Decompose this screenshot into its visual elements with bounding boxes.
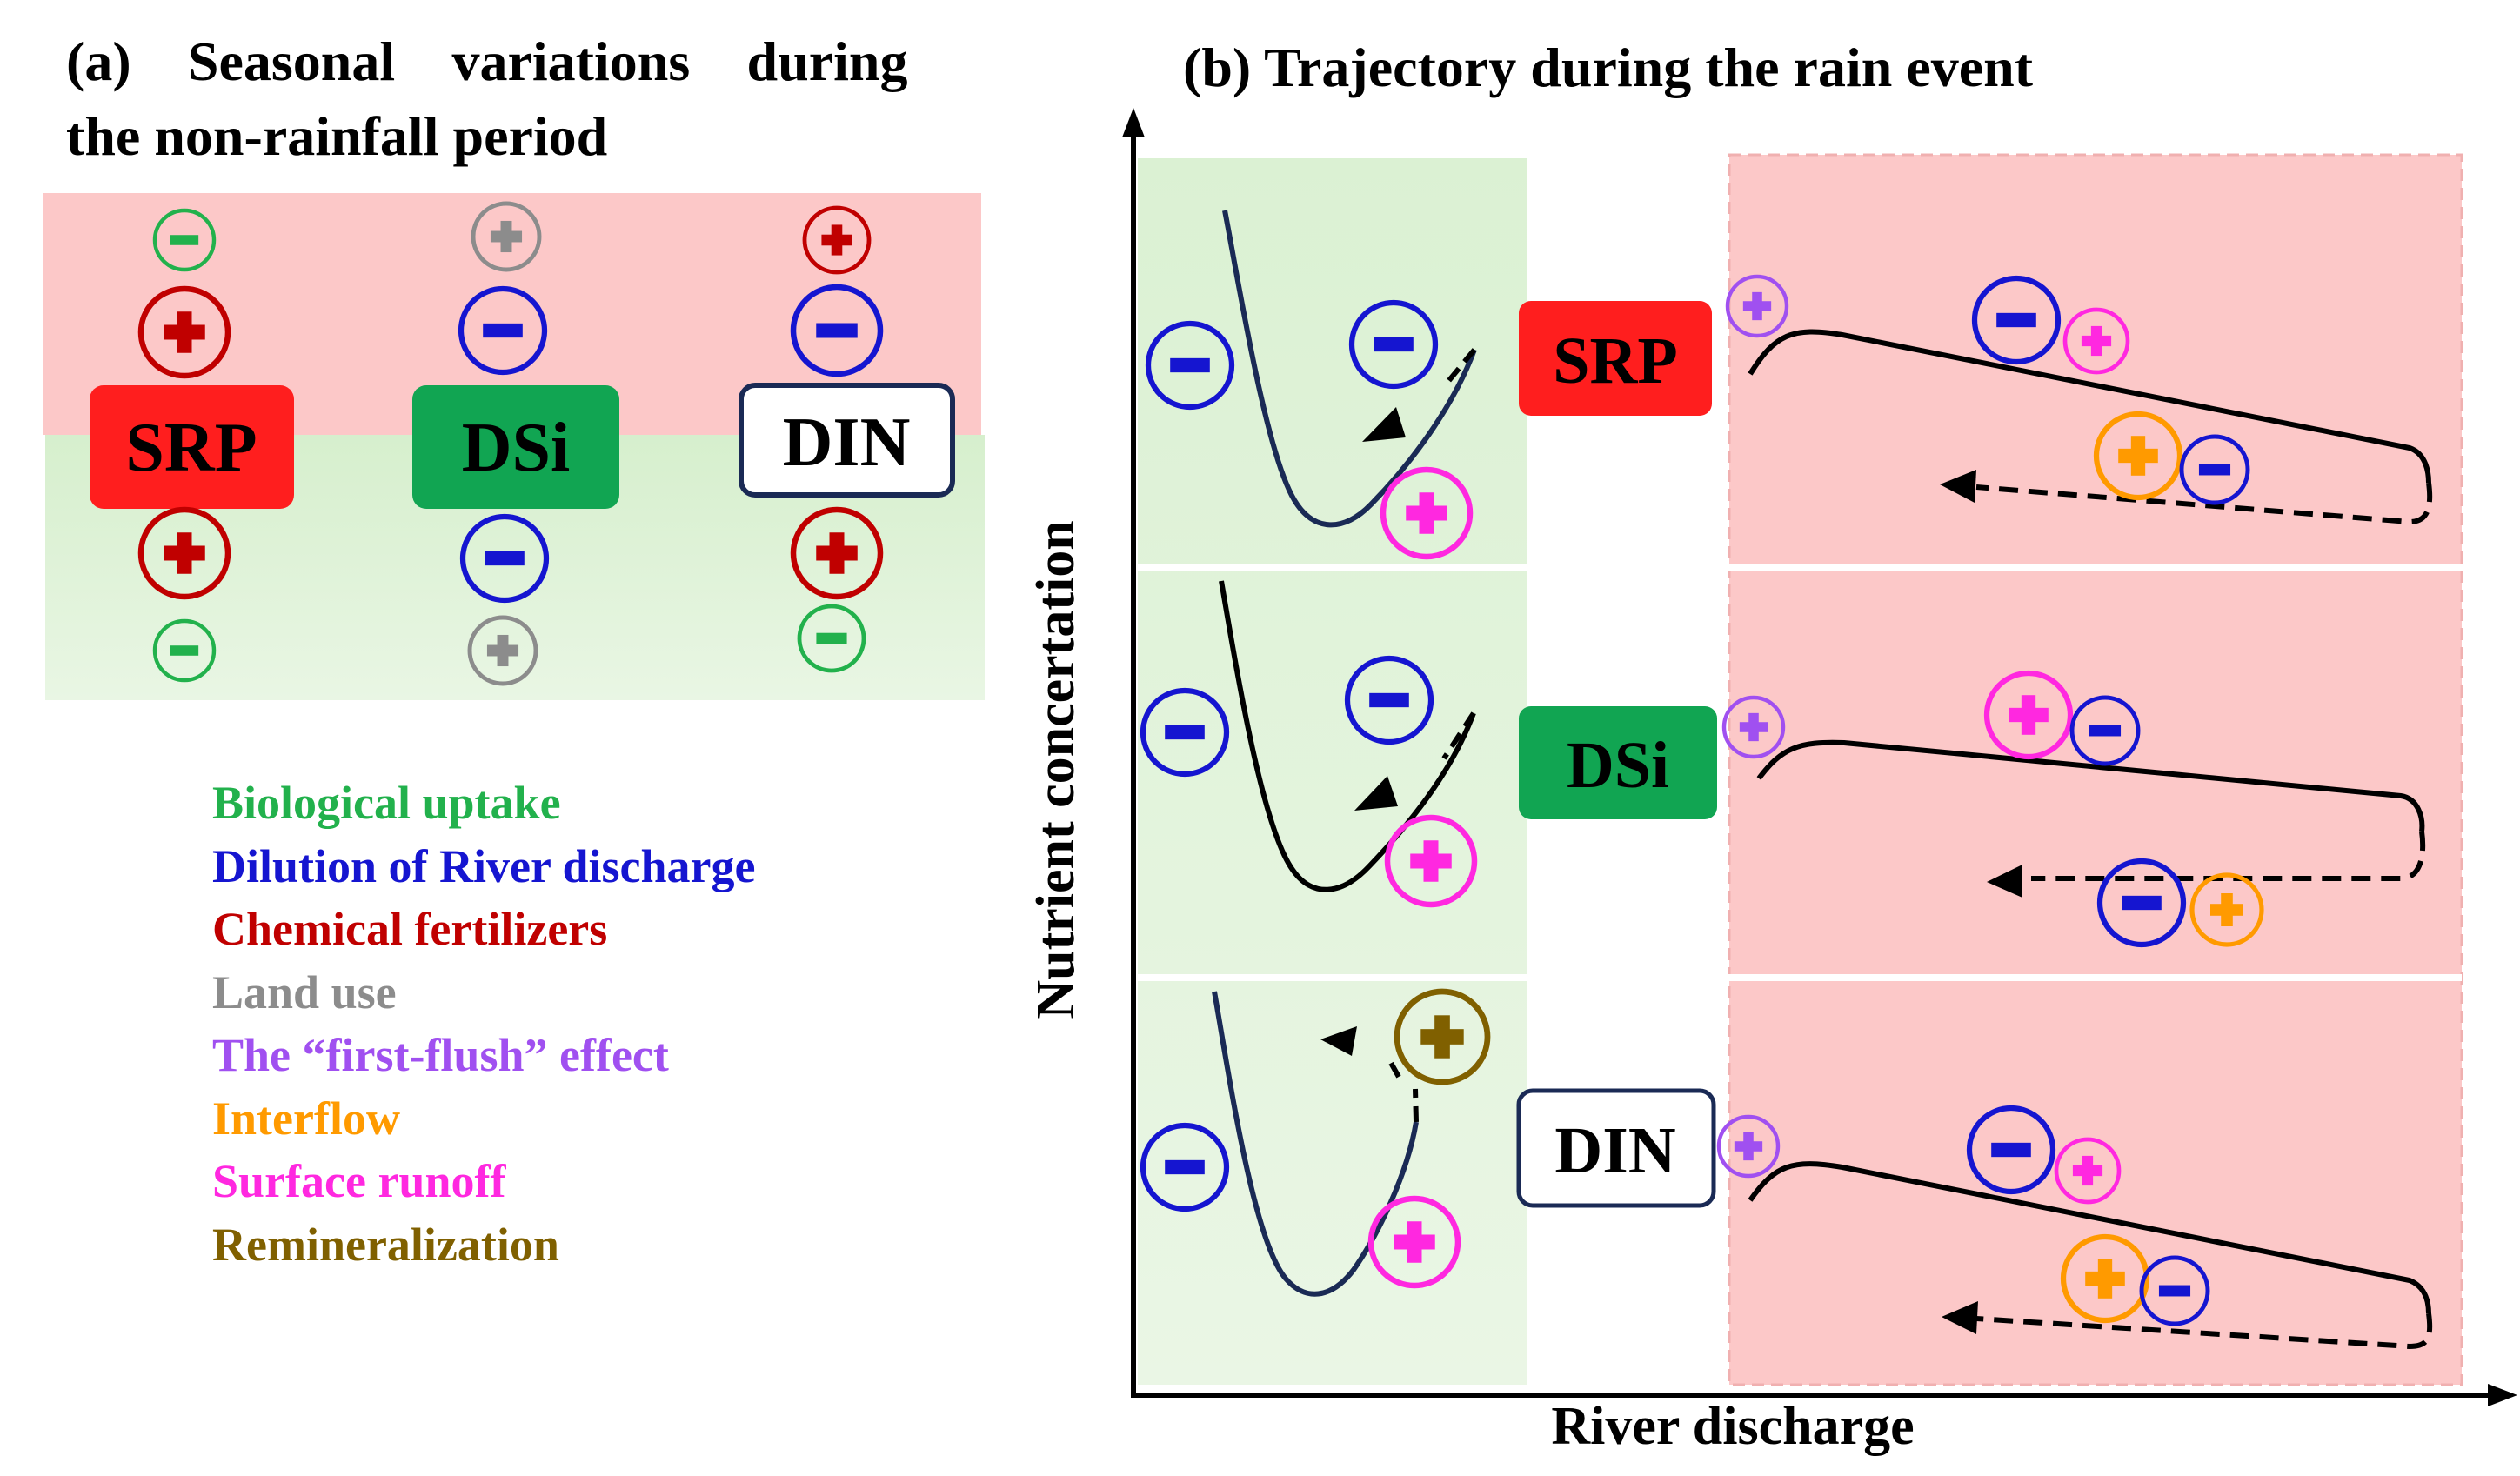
panel-a-srp-column: SRP [90, 385, 294, 509]
din-low-flow-arrowhead [1320, 1026, 1357, 1056]
legend-item: The “first-flush” effect [212, 1029, 669, 1081]
plus-sign-icon [1380, 466, 1474, 560]
minus-sign-icon [790, 284, 884, 377]
dsi-storm-arrowhead [1987, 865, 2022, 898]
y-axis-label: Nutrient concertation [1026, 520, 1086, 1019]
panel-a-dsi-column: DSi [412, 385, 619, 509]
minus-sign-icon [152, 618, 217, 683]
plus-sign-icon [2189, 872, 2264, 947]
legend: Biological uptake Dilution of River disc… [212, 771, 755, 1276]
minus-sign-icon [1344, 655, 1434, 745]
srp-low-flow-arrowhead [1362, 407, 1406, 442]
panel-a-signs [137, 201, 884, 686]
plus-sign-icon [1367, 1195, 1461, 1289]
plus-sign-icon [471, 201, 542, 272]
minus-sign-icon [2069, 695, 2141, 766]
plus-sign-icon [137, 285, 231, 379]
panel-a-title: (a) Seasonal variations during the non-r… [66, 24, 962, 174]
dsi-low-flow-return [1441, 711, 1476, 760]
din-low-flow-return [1385, 1055, 1419, 1123]
minus-sign-icon [1971, 275, 2062, 365]
dsi-label-box [1519, 706, 1717, 819]
din-storm-loop [1748, 1161, 2431, 1314]
x-axis-arrowhead [2488, 1384, 2517, 1406]
y-axis-arrowhead [1122, 108, 1145, 137]
panel-b-title: (b) Trajectory during the rain event [1183, 37, 2034, 98]
minus-sign-icon [2096, 858, 2187, 948]
din-label: DIN [1554, 1114, 1675, 1187]
panel-a-title-line2: the non-rainfall period [66, 105, 608, 167]
legend-item: Remineralization [212, 1218, 559, 1271]
plus-sign-icon [1983, 670, 2074, 760]
panel-a-title-line1: (a) Seasonal variations during [66, 30, 908, 92]
minus-sign-icon [797, 604, 866, 673]
legend-item: Interflow [212, 1092, 400, 1145]
plus-sign-icon [1721, 695, 1786, 759]
panel-b-din-row: DIN [1516, 1088, 1716, 1208]
dsi-storm-return [2031, 831, 2426, 881]
panel-b-signs [1140, 274, 2264, 1326]
srp-storm-arrowhead [1940, 470, 1976, 503]
srp-label-box [90, 385, 294, 509]
srp-label: SRP [1553, 324, 1678, 397]
plus-sign-icon [1384, 814, 1478, 908]
legend-item: Land use [212, 965, 397, 1019]
din-label-box [739, 383, 955, 498]
din-storm-arrowhead [1942, 1301, 1978, 1334]
din-label-box [1516, 1088, 1716, 1208]
plus-sign-icon [2062, 307, 2130, 375]
legend-item: Surface runoff [212, 1155, 506, 1207]
din-storm-return [1975, 1312, 2433, 1350]
plus-sign-icon [137, 506, 231, 600]
plus-sign-icon [802, 205, 872, 275]
minus-sign-icon [1348, 299, 1439, 390]
x-axis-label: River discharge [1551, 1397, 1914, 1456]
srp-storm-loop [1748, 329, 2431, 484]
srp-low-flow-curve [1222, 210, 1477, 528]
minus-sign-icon [152, 208, 217, 272]
plus-sign-icon [790, 506, 884, 600]
dsi-storm-loop [1756, 739, 2425, 832]
legend-item: Chemical fertilizers [212, 903, 608, 955]
plus-sign-icon [1394, 988, 1491, 1085]
minus-sign-icon [458, 285, 548, 376]
plus-sign-icon [2093, 411, 2183, 501]
minus-sign-icon [1140, 687, 1230, 778]
panel-b-red-zone [1728, 153, 2463, 1386]
srp-low-flow-return [1443, 348, 1477, 386]
plus-sign-icon [1716, 1114, 1781, 1179]
dsi-label: DSi [1567, 729, 1669, 802]
plus-sign-icon [467, 615, 538, 686]
minus-sign-icon [1140, 1122, 1230, 1212]
minus-sign-icon [2179, 434, 2250, 505]
minus-sign-icon [459, 513, 550, 604]
legend-item: Biological uptake [212, 777, 561, 829]
minus-sign-icon [1966, 1105, 2056, 1195]
panel-b: SRP DSi DIN Nutrient concertation River … [1026, 108, 2517, 1456]
dsi-low-flow-curve [1219, 580, 1476, 892]
panel-a-din-column: DIN [739, 383, 955, 498]
dsi-low-flow-arrowhead [1354, 776, 1398, 811]
minus-sign-icon [2139, 1255, 2210, 1326]
dsi-label-box [412, 385, 619, 509]
plus-sign-icon [2060, 1233, 2150, 1324]
srp-storm-return [1975, 482, 2433, 525]
legend-item: Dilution of River discharge [212, 839, 756, 892]
plus-sign-icon [1725, 274, 1789, 338]
panel-b-srp-row: SRP [1519, 301, 1712, 416]
minus-sign-icon [1145, 320, 1235, 411]
srp-label: SRP [125, 410, 257, 486]
panel-b-dsi-row: DSi [1519, 706, 1717, 819]
dsi-label: DSi [462, 410, 571, 486]
din-label: DIN [783, 404, 911, 481]
srp-label-box [1519, 301, 1712, 416]
panel-a: SRP DSi DIN [43, 193, 985, 700]
plus-sign-icon [2054, 1137, 2122, 1205]
